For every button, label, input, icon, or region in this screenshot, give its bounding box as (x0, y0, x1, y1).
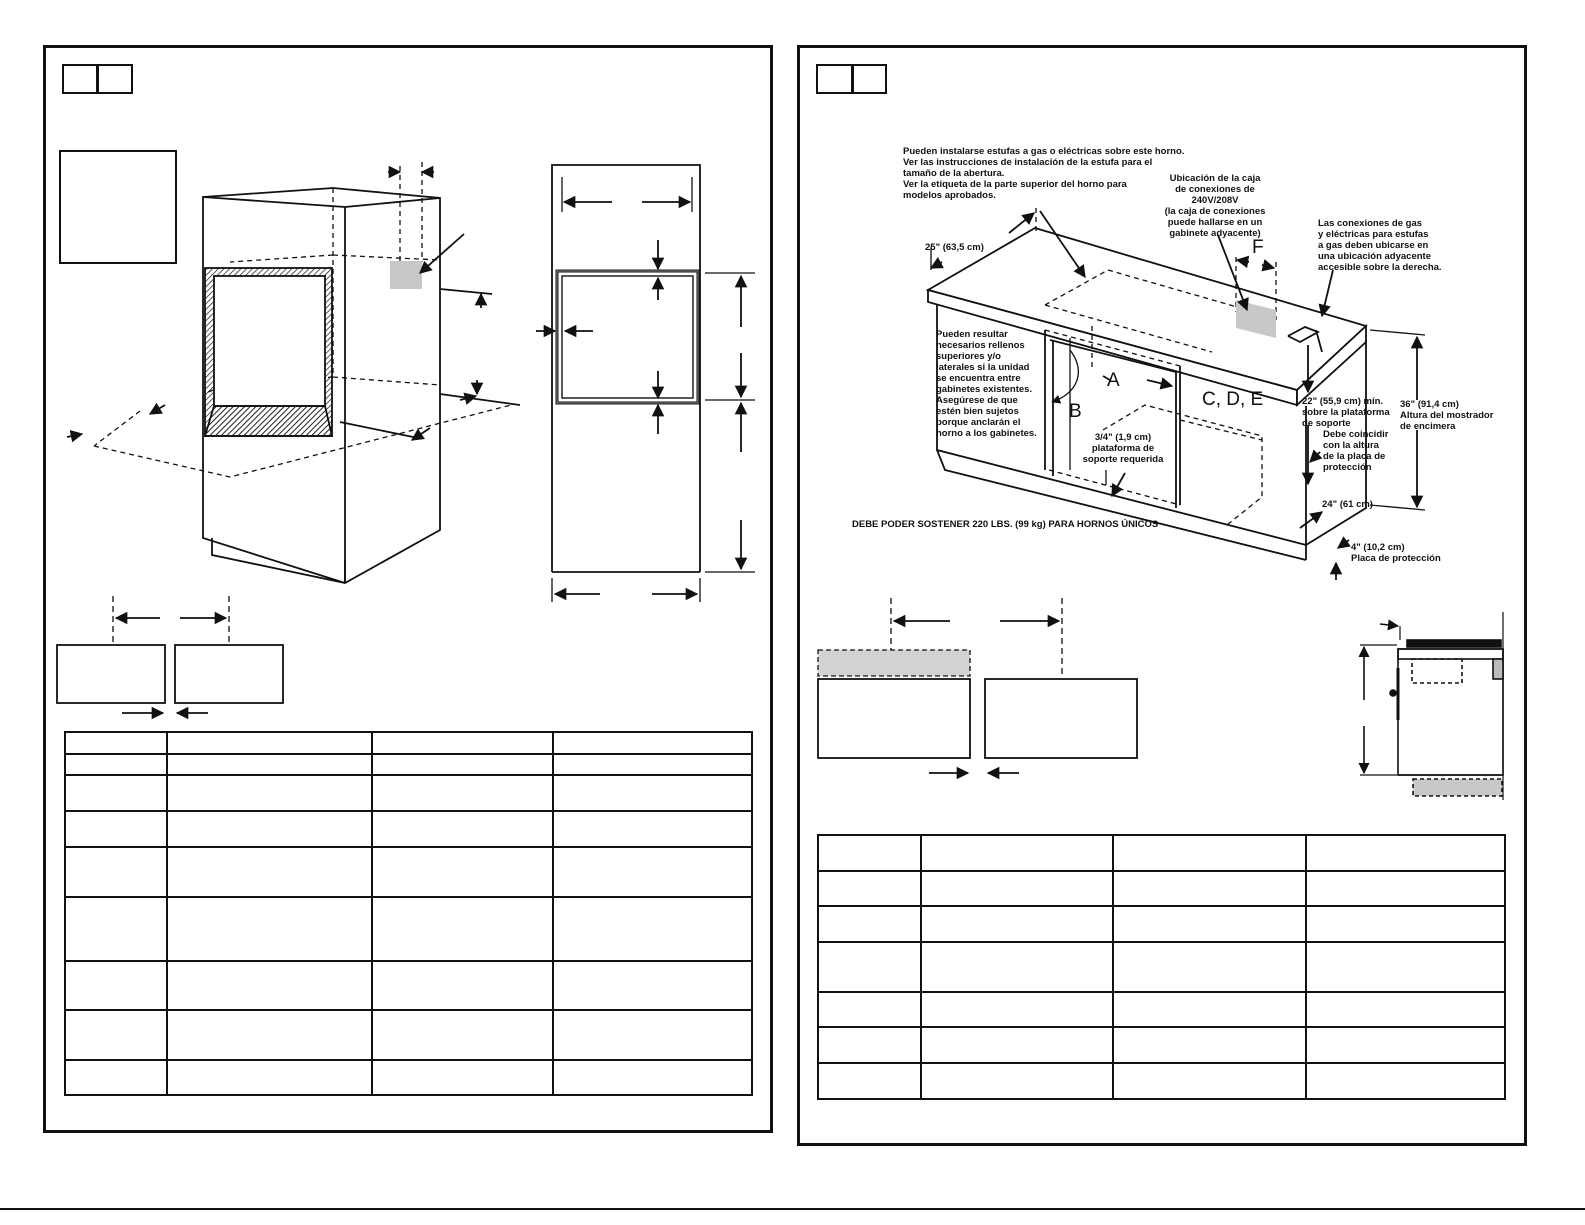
note-fillers-3: superiores y/o (936, 351, 1001, 362)
step-number-box-right-b (852, 64, 887, 94)
note-junction-4: (la caja de conexiones (1165, 206, 1266, 217)
note-fillers-4: laterales si la unidad (936, 362, 1030, 373)
side-view-drawing (1358, 612, 1504, 800)
note-countertop-3: de encimera (1400, 421, 1456, 432)
note-fillers-5: se encuentra entre (936, 373, 1020, 384)
note-toe-2: Placa de protección (1351, 553, 1441, 564)
note-range-top-4: Ver la etiqueta de la parte superior del… (903, 179, 1128, 190)
note-fillers-8: estén bien sujetos (936, 406, 1019, 417)
footer-rule (0, 1208, 1585, 1210)
spec-table-right (817, 834, 1506, 1100)
letter-cde: C, D, E (1202, 389, 1263, 410)
note-gas-2: y eléctricas para estufas (1318, 229, 1428, 240)
note-gas-5: accesible sobre la derecha. (1318, 262, 1442, 273)
note-gas-4: una ubicación adyacente (1318, 251, 1431, 262)
letter-b: B (1069, 401, 1082, 422)
note-platform-min-3: de soporte (1302, 418, 1351, 429)
note-range-top-2: Ver las instrucciones de instalación de … (903, 157, 1152, 168)
note-match-4: protección (1323, 462, 1372, 473)
note-junction-1: Ubicación de la caja (1170, 173, 1262, 184)
note-junction-2: de conexiones de (1175, 184, 1255, 195)
note-fillers-1: Pueden resultar (936, 329, 1008, 340)
letter-f: F (1252, 237, 1264, 258)
note-fillers-6: gabinetes existentes. (936, 384, 1032, 395)
note-fillers-2: necesarios rellenos (936, 340, 1025, 351)
note-match-1: Debe coincidir (1323, 429, 1389, 440)
cabinet-spacing-drawing (56, 596, 284, 720)
right-diagram-labels: Pueden instalarse estufas a gas o eléctr… (852, 146, 1494, 564)
note-platform-min-2: sobre la plataforma (1302, 407, 1390, 418)
note-match-3: de la placa de (1323, 451, 1385, 462)
note-countertop-1: 36" (91,4 cm) (1400, 399, 1459, 410)
note-platform-req-3: soporte requerida (1083, 454, 1164, 465)
note-junction-3: 240V/208V (1191, 195, 1239, 206)
note-platform-req-2: plataforma de (1092, 443, 1154, 454)
note-match-2: con la altura (1323, 440, 1380, 451)
front-elevation-drawing (536, 164, 755, 602)
left-panel (43, 45, 773, 1133)
note-fillers-7: Asegúrese de que (936, 395, 1018, 406)
note-junction-5: puede hallarse en un (1168, 217, 1263, 228)
dim-24-label: 24" (61 cm) (1322, 499, 1373, 510)
note-range-top-1: Pueden instalarse estufas a gas o eléctr… (903, 146, 1184, 157)
step-number-box-left-b (97, 64, 133, 94)
note-fillers-10: horno a los gabinetes. (936, 428, 1037, 439)
note-range-top-3: tamaño de la abertura. (903, 168, 1004, 179)
dim-depth-label: 25" (63,5 cm) (925, 242, 984, 253)
note-toe-1: 4" (10,2 cm) (1351, 542, 1405, 553)
note-fillers-9: porque anclarán el (936, 417, 1020, 428)
undercounter-installation-drawing (925, 208, 1426, 580)
cabinet-perspective-drawing (66, 162, 521, 584)
right-panel (797, 45, 1527, 1146)
letter-a: A (1107, 370, 1120, 391)
note-range-top-5: modelos aprobados. (903, 190, 996, 201)
note-platform-req-1: 3/4" (1,9 cm) (1095, 432, 1151, 443)
note-gas-1: Las conexiones de gas (1318, 218, 1422, 229)
note-platform-min-1: 22" (55,9 cm) mín. (1302, 396, 1383, 407)
legend-box-left (59, 150, 177, 264)
note-support-weight: DEBE PODER SOSTENER 220 LBS. (99 kg) PAR… (852, 518, 1158, 530)
note-countertop-2: Altura del mostrador (1400, 410, 1494, 421)
cabinet-spacing-drawing-right (817, 598, 1138, 780)
note-junction-6: gabinete adyacente) (1169, 228, 1260, 239)
note-gas-3: a gas deben ubicarse en (1318, 240, 1429, 251)
spec-table-left (64, 731, 753, 1096)
